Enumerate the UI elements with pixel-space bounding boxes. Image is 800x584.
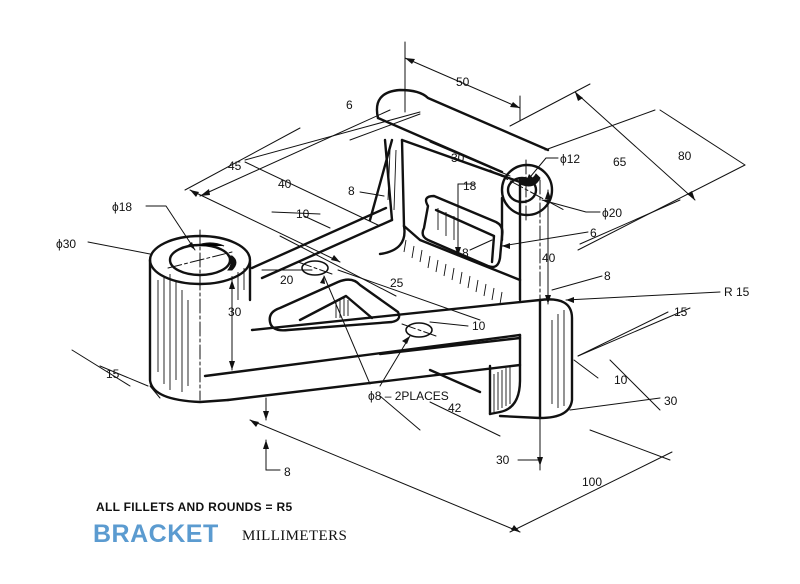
dimension-labels: 50 6 80 65 45 40 30 ϕ12 18 8 10 ϕ18 ϕ20 …: [56, 75, 750, 489]
dim-30-base: 30: [664, 394, 678, 408]
dim-10-right: 10: [614, 373, 628, 387]
dim-r15: R 15: [724, 285, 750, 299]
dim-phi20: ϕ20: [602, 206, 622, 220]
dim-65: 65: [613, 155, 627, 169]
dim-40-left: 40: [278, 177, 292, 191]
dim-phi30: ϕ30: [56, 237, 76, 251]
dim-10-mid: 10: [472, 319, 486, 333]
dim-8-slot: 8: [462, 246, 469, 260]
dimension-lines: [71, 41, 746, 533]
dimension-arrowheads: [188, 58, 695, 532]
dim-10-top: 10: [296, 207, 310, 221]
dim-50: 50: [456, 75, 470, 89]
dim-8-right: 8: [604, 269, 611, 283]
surface-shading: [157, 149, 565, 412]
dim-20: 20: [280, 273, 294, 287]
drawing-title: BRACKET: [93, 520, 219, 548]
dim-80: 80: [678, 149, 692, 163]
dim-6-slot: 6: [590, 226, 597, 240]
dim-8-left: 8: [348, 184, 355, 198]
dim-15-left: 15: [106, 367, 120, 381]
dim-phi12: ϕ12: [560, 152, 580, 166]
dim-18-slot: 18: [463, 179, 477, 193]
dim-25: 25: [390, 276, 404, 290]
dim-30-bottom: 30: [496, 453, 510, 467]
drawing-units: MILLIMETERS: [242, 528, 348, 544]
fillets-note: ALL FILLETS AND ROUNDS = R5: [96, 500, 293, 514]
dim-42: 42: [448, 401, 462, 415]
dim-8-bottom: 8: [284, 465, 291, 479]
dim-15-right: 15: [674, 305, 688, 319]
dim-30-top: 30: [451, 151, 465, 165]
bracket-body: [148, 88, 574, 420]
dim-phi8-2places: ϕ8 – 2PLACES: [368, 389, 449, 403]
center-lines: [167, 159, 565, 471]
dim-40-right: 40: [542, 251, 556, 265]
dim-100: 100: [582, 475, 602, 489]
dim-45: 45: [228, 159, 242, 173]
dim-30-boss: 30: [228, 305, 242, 319]
dim-6-top: 6: [346, 98, 353, 112]
web-holes: [301, 260, 433, 338]
dim-phi18: ϕ18: [112, 200, 132, 214]
